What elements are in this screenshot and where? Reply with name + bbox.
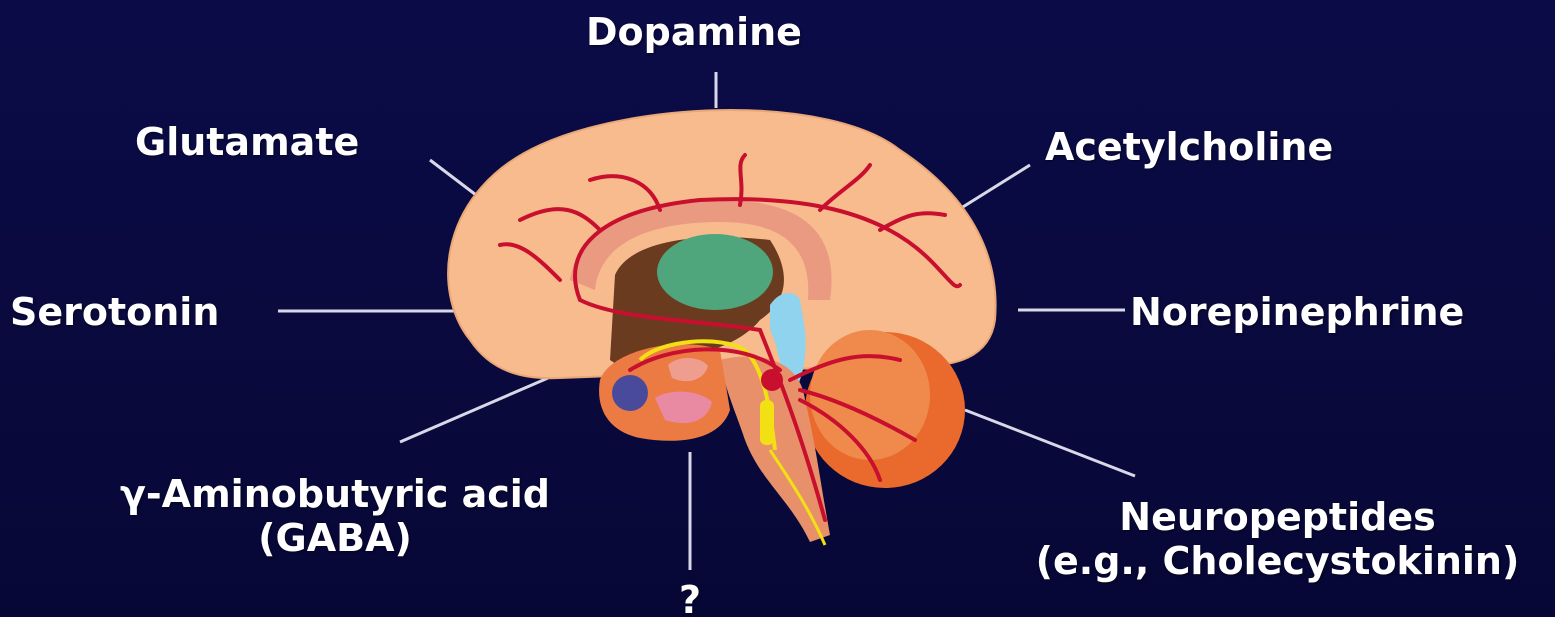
raphe-nucleus (612, 375, 648, 411)
leader-line-gaba (400, 378, 548, 442)
label-acetylcholine: Acetylcholine (1045, 125, 1333, 169)
locus-coeruleus (761, 369, 783, 391)
label-unknown: ? (668, 578, 712, 617)
leader-line-acetylcholine (958, 165, 1030, 210)
thalamus (657, 234, 773, 310)
label-neuropeptides-line1: Neuropeptides (1000, 495, 1555, 539)
label-gaba-line2: (GABA) (85, 516, 585, 560)
label-glutamate: Glutamate (135, 120, 359, 164)
leader-line-neuropeptides (965, 410, 1135, 476)
label-serotonin: Serotonin (10, 290, 219, 334)
leader-line-glutamate (430, 160, 480, 198)
label-norepinephrine: Norepinephrine (1130, 290, 1464, 334)
label-dopamine: Dopamine (586, 10, 802, 54)
label-gaba: γ-Aminobutyric acid (GABA) (85, 472, 585, 560)
yellow-bar (760, 400, 774, 445)
label-neuropeptides: Neuropeptides (e.g., Cholecystokinin) (1000, 495, 1555, 583)
label-gaba-line1: γ-Aminobutyric acid (85, 472, 585, 516)
label-neuropeptides-line2: (e.g., Cholecystokinin) (1000, 539, 1555, 583)
